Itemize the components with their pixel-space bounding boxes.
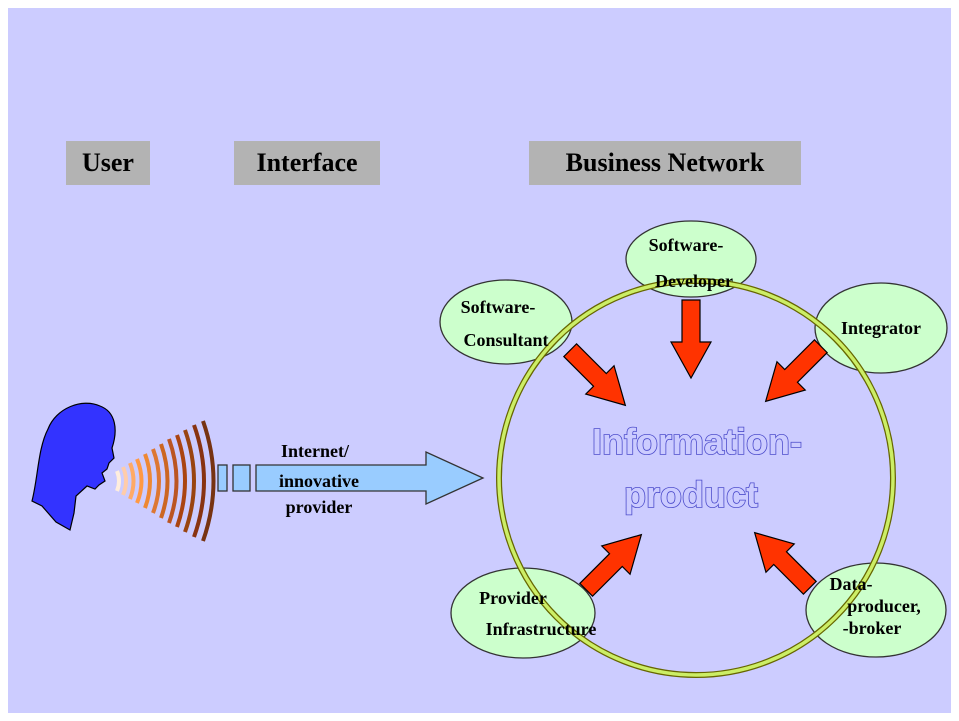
header-interface: Interface: [234, 141, 380, 185]
label-software-developer-2: Developer: [655, 271, 733, 291]
bubble-provider-infrastructure: [450, 567, 596, 659]
label-provider-infrastructure-1: Provider: [479, 588, 547, 608]
header-business-network: Business Network: [529, 141, 801, 185]
speaking-head-icon: [31, 402, 116, 531]
label-channel-1: Internet/: [281, 441, 350, 461]
arrow-from-consultant: [562, 342, 627, 407]
label-data-producer-2: producer,: [847, 596, 921, 616]
bubble-software-developer: [625, 220, 757, 298]
sound-waves-icon: [115, 420, 216, 542]
header-user: User: [66, 141, 150, 185]
label-provider-infrastructure-2: Infrastructure: [486, 619, 597, 639]
label-software-consultant-2: Consultant: [463, 330, 548, 350]
bubble-software-consultant: [439, 279, 573, 365]
diagram-canvas: Software- Developer Software- Consultant…: [31, 220, 948, 678]
label-integrator: Integrator: [841, 318, 921, 338]
center-label-2: product: [624, 474, 758, 515]
label-software-consultant-1: Software-: [461, 297, 536, 317]
label-software-developer-1: Software-: [649, 235, 724, 255]
arrow-from-integrator: [764, 338, 829, 403]
arrow-from-data-producer: [753, 531, 818, 596]
channel-arrow: [217, 450, 485, 506]
arrow-from-developer: [669, 299, 713, 380]
label-channel-3: provider: [286, 497, 353, 517]
center-label-1: Information-: [592, 421, 802, 462]
slide-background: User Interface Business Network: [8, 8, 951, 713]
label-data-producer-1: Data-: [830, 574, 873, 594]
label-data-producer-3: -broker: [843, 618, 902, 638]
label-channel-2: innovative: [279, 471, 359, 491]
arrow-from-infrastructure: [578, 533, 643, 598]
network-ring: [496, 278, 896, 678]
